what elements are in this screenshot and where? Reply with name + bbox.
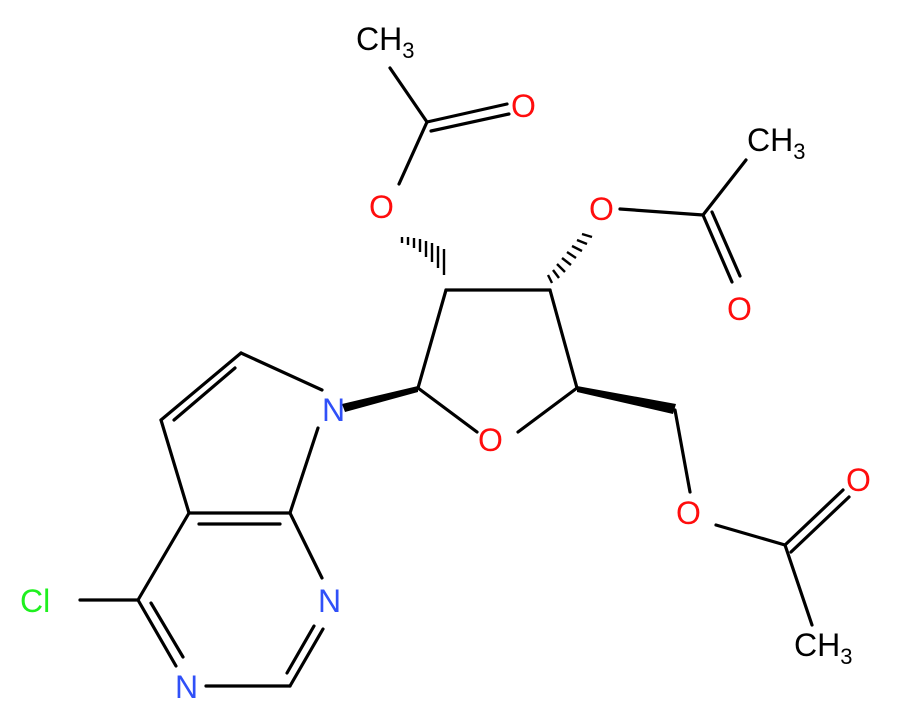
bond-c1-oring bbox=[416, 386, 479, 434]
bond-ch3top-c bbox=[388, 66, 429, 124]
bond-c-oester-top bbox=[397, 120, 429, 186]
ch3-top-label: CH3 bbox=[356, 21, 414, 63]
bond-n7-c8 bbox=[239, 351, 324, 392]
bond-c2-n1-inner bbox=[285, 624, 316, 675]
bond-c2-c1 bbox=[416, 288, 448, 390]
bond-c3-c4 bbox=[548, 288, 579, 390]
solid-wedge-c1-n bbox=[342, 386, 418, 412]
bond-c4a-c4 bbox=[136, 511, 191, 602]
bond-c-o-double-mid-2 bbox=[710, 210, 742, 278]
bond-oright-c bbox=[714, 523, 787, 547]
bond-c-o-double-mid-1 bbox=[701, 213, 734, 284]
bond-c7-c4a bbox=[159, 418, 191, 515]
o-ester-mid-label: O bbox=[589, 191, 614, 227]
bond-c-o-double-right-2 bbox=[789, 495, 851, 554]
bond-omid-c bbox=[618, 207, 705, 217]
bond-c-o-double-right-1 bbox=[783, 488, 845, 547]
atom-label-layer: CH3 O O O CH3 O N O O O CH3 Cl N N bbox=[20, 21, 871, 705]
bond-c2-n1 bbox=[288, 627, 325, 688]
ch3-top-main: CH bbox=[356, 21, 402, 57]
bond-c8-c7-inner bbox=[172, 366, 237, 422]
ch3-bottom-label: CH3 bbox=[794, 627, 852, 669]
o-ring-label: O bbox=[478, 422, 503, 458]
chlorine-label: Cl bbox=[20, 583, 50, 619]
bond-c4-n3 bbox=[136, 598, 178, 668]
o-carbonyl-right-label: O bbox=[846, 462, 871, 498]
n3-label: N bbox=[175, 669, 198, 705]
ch3-top-sub: 3 bbox=[402, 38, 414, 63]
o-carbonyl-mid-label: O bbox=[727, 291, 752, 327]
hash-wedge-c3-o bbox=[546, 232, 593, 284]
ch3-mid-main: CH bbox=[747, 122, 793, 158]
ch3-bottom-sub: 3 bbox=[840, 644, 852, 669]
bond-n1-c7a bbox=[288, 511, 324, 580]
bond-c-o-double-top-2 bbox=[429, 112, 511, 133]
bond-c8-c7 bbox=[159, 351, 243, 422]
n7-label: N bbox=[322, 392, 345, 428]
bond-c4-oring bbox=[516, 386, 579, 434]
bond-c-ch3bottom bbox=[783, 543, 814, 627]
bond-layer bbox=[78, 66, 851, 688]
solid-wedge-c4-c5 bbox=[577, 386, 676, 414]
ch3-bottom-main: CH bbox=[794, 627, 840, 663]
bond-c5-oright bbox=[673, 408, 692, 494]
hash-wedge-c2-o bbox=[400, 237, 446, 275]
bond-c-o-double-top-1 bbox=[425, 102, 509, 124]
o-ester-right-label: O bbox=[676, 495, 701, 531]
bond-c7a-n7 bbox=[288, 426, 320, 515]
bond-c4-n3-inner bbox=[149, 601, 185, 659]
n1-label: N bbox=[318, 583, 341, 619]
o-carbonyl-top-label: O bbox=[511, 88, 536, 124]
ch3-mid-sub: 3 bbox=[793, 139, 805, 164]
bond-c-ch3mid bbox=[701, 158, 748, 217]
ch3-mid-label: CH3 bbox=[747, 122, 805, 164]
o-ester-left-label: O bbox=[369, 189, 394, 225]
